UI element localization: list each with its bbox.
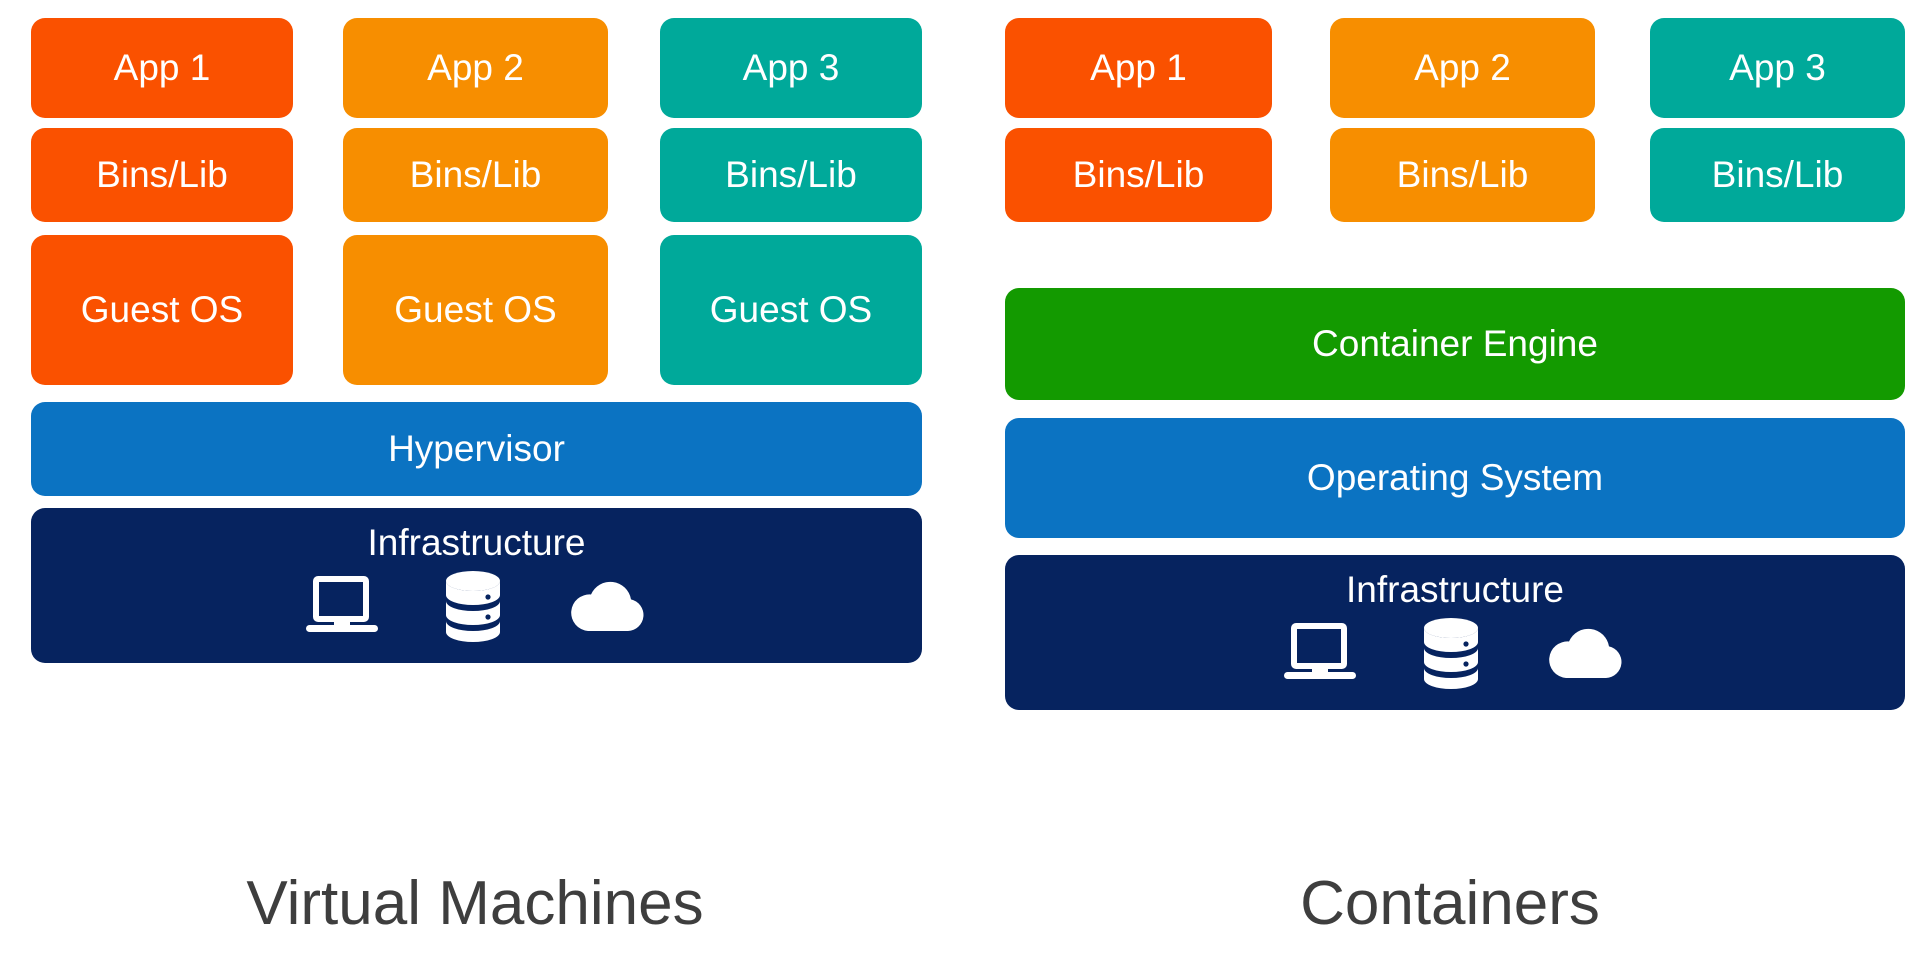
container-operating-system-box[interactable]: Operating System: [1005, 418, 1905, 538]
vm-col3-guestos-box[interactable]: Guest OS: [660, 235, 922, 385]
vm-col1-guestos-box[interactable]: Guest OS: [31, 235, 293, 385]
vm-hypervisor-box[interactable]: Hypervisor: [31, 402, 922, 496]
vm-col2-guestos-box[interactable]: Guest OS: [343, 235, 608, 385]
container-col2-app-box[interactable]: App 2: [1330, 18, 1595, 118]
container-col3-bins-box[interactable]: Bins/Lib: [1650, 128, 1905, 222]
container-col3-app-label: App 3: [1729, 46, 1826, 88]
vm-infrastructure-icon-row: [31, 570, 922, 642]
vm-infrastructure-box[interactable]: Infrastructure: [31, 508, 922, 663]
container-col2-bins-box[interactable]: Bins/Lib: [1330, 128, 1595, 222]
vm-col2-guestos-label: Guest OS: [394, 288, 557, 330]
cloud-icon: [1544, 624, 1628, 682]
vm-infrastructure-label: Infrastructure: [367, 522, 586, 563]
vm-col1-bins-box[interactable]: Bins/Lib: [31, 128, 293, 222]
container-infrastructure-label: Infrastructure: [1346, 569, 1564, 610]
containers-caption: Containers: [1300, 869, 1600, 938]
cloud-icon: [566, 577, 650, 635]
vm-col3-bins-label: Bins/Lib: [725, 153, 857, 195]
vm-col2-app-label: App 2: [427, 46, 524, 88]
vm-col3-app-label: App 3: [742, 46, 840, 88]
vm-col2-app-box[interactable]: App 2: [343, 18, 608, 118]
container-infrastructure-box[interactable]: Infrastructure: [1005, 555, 1905, 710]
container-col1-app-box[interactable]: App 1: [1005, 18, 1272, 118]
laptop-icon: [1282, 622, 1358, 684]
vm-col3-guestos-label: Guest OS: [709, 288, 873, 330]
container-infrastructure-icon-row: [1005, 617, 1905, 689]
container-col1-bins-label: Bins/Lib: [1072, 153, 1205, 195]
container-engine-box[interactable]: Container Engine: [1005, 288, 1905, 400]
vm-col2-bins-box[interactable]: Bins/Lib: [343, 128, 608, 222]
laptop-icon: [304, 575, 380, 637]
container-engine-label: Container Engine: [1312, 322, 1598, 364]
vm-col3-bins-box[interactable]: Bins/Lib: [660, 128, 922, 222]
container-col3-app-box[interactable]: App 3: [1650, 18, 1905, 118]
vm-caption: Virtual Machines: [246, 869, 704, 938]
vm-col2-bins-label: Bins/Lib: [409, 153, 542, 195]
container-col1-bins-box[interactable]: Bins/Lib: [1005, 128, 1272, 222]
container-col3-bins-label: Bins/Lib: [1711, 153, 1844, 195]
vm-hypervisor-label: Hypervisor: [388, 427, 565, 469]
database-icon: [442, 570, 504, 642]
container-operating-system-label: Operating System: [1306, 456, 1604, 498]
vm-col1-app-label: App 1: [113, 46, 211, 88]
vm-col3-app-box[interactable]: App 3: [660, 18, 922, 118]
vm-col1-guestos-label: Guest OS: [80, 288, 244, 330]
container-col2-app-label: App 2: [1414, 46, 1511, 88]
container-col1-app-label: App 1: [1090, 46, 1187, 88]
container-col2-bins-label: Bins/Lib: [1396, 153, 1529, 195]
vm-col1-app-box[interactable]: App 1: [31, 18, 293, 118]
vm-col1-bins-label: Bins/Lib: [96, 153, 228, 195]
database-icon: [1420, 617, 1482, 689]
